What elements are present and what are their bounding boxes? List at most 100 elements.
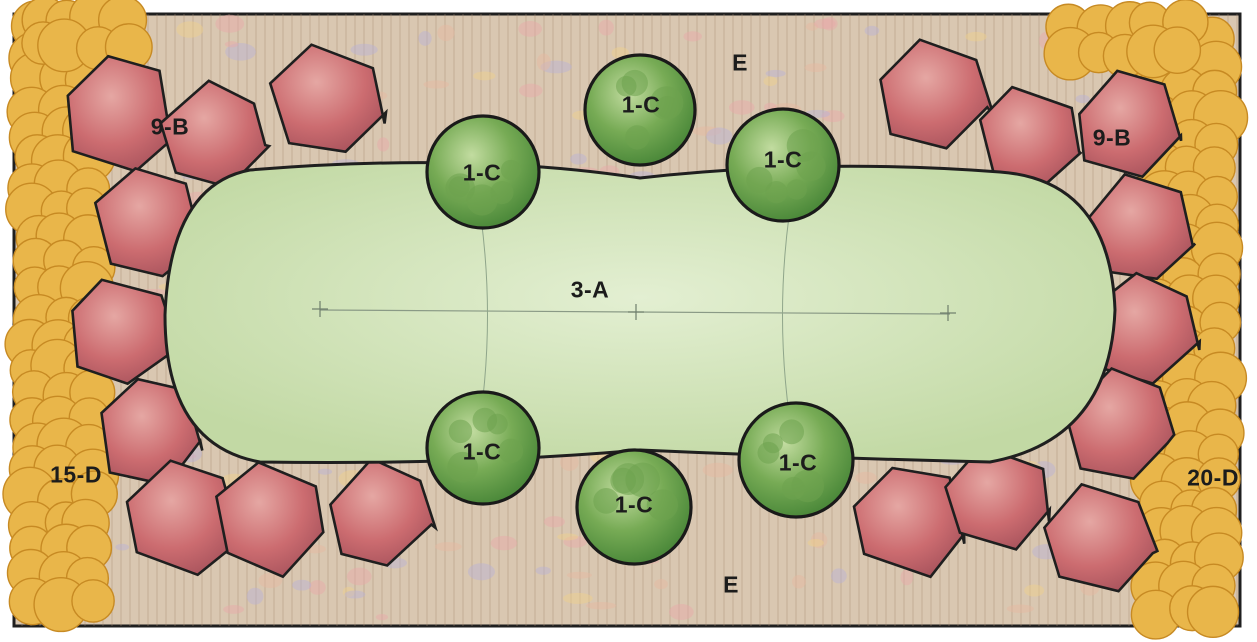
tree-foliage: [796, 151, 826, 182]
ground-speckle: [765, 69, 786, 78]
ground-speckle: [467, 563, 495, 581]
ground-speckle: [375, 614, 389, 621]
shrub-label-left: 9-B: [150, 113, 190, 140]
ground-speckle: [792, 574, 806, 589]
lawn-area: [163, 161, 1117, 464]
rose-shrub: [879, 38, 996, 150]
ground-speckle: [763, 76, 778, 87]
ground-speckle: [598, 19, 614, 36]
ground-speckle: [805, 22, 819, 31]
tree-foliage: [625, 125, 650, 150]
ground-speckle: [557, 533, 579, 541]
ground-speckle: [540, 60, 572, 74]
ground-speckle: [344, 590, 366, 599]
tree: [575, 448, 693, 566]
ground-speckle: [437, 24, 455, 42]
ground-speckle: [807, 539, 824, 547]
shrub-label-right: 9-B: [1092, 124, 1132, 151]
ground-speckle: [585, 601, 617, 610]
ground-speckle: [434, 542, 462, 552]
ground-speckle: [692, 126, 722, 136]
ground-speckle: [115, 543, 130, 551]
tree-canopy: [575, 448, 693, 566]
ground-speckle: [225, 43, 256, 61]
golden-shrub: [71, 579, 115, 623]
tree-label: 1-C: [462, 438, 502, 465]
tree: [583, 53, 697, 167]
border-label-right: 20-D: [1187, 464, 1239, 491]
ground-speckle: [810, 532, 828, 549]
tree-foliage: [791, 469, 825, 503]
ground-speckle: [490, 535, 518, 551]
rose-shrub: [944, 445, 1052, 551]
ground-speckle: [308, 580, 326, 595]
tree-foliage: [786, 179, 807, 200]
ground-speckle: [855, 471, 877, 484]
rose-shrub: [328, 457, 438, 567]
ground-cover-label-top: E: [732, 49, 748, 76]
ground-speckle: [1006, 604, 1034, 613]
ground-speckle: [566, 571, 592, 579]
tree-foliage: [448, 419, 473, 444]
ground-speckle: [1024, 584, 1045, 597]
ground-speckle: [669, 604, 694, 620]
ground-speckle: [728, 100, 755, 115]
ground-speckle: [562, 592, 593, 604]
ground-speckle: [258, 572, 283, 589]
ground-speckle: [821, 110, 845, 123]
ground-speckle: [342, 586, 355, 598]
border-label-left: 15-D: [50, 461, 102, 488]
tree-canopy: [583, 53, 697, 167]
tree-foliage: [612, 463, 645, 496]
tree-foliage: [765, 181, 788, 204]
tree-foliage: [593, 488, 620, 514]
ground-speckle: [473, 71, 496, 81]
tree-label: 1-C: [621, 91, 661, 118]
tree-foliage: [621, 69, 648, 97]
golden-shrub: [1186, 585, 1240, 639]
ground-speckle: [543, 516, 565, 528]
ground-speckle: [535, 566, 551, 575]
ground-speckle: [864, 25, 880, 36]
tree-foliage: [466, 184, 498, 216]
ground-speckle: [176, 21, 204, 38]
ground-speckle: [1075, 94, 1090, 104]
ground-speckle: [683, 31, 702, 42]
ground-speckle: [536, 53, 551, 71]
rose-shrub: [1077, 69, 1183, 179]
tree-label: 1-C: [763, 146, 803, 173]
ground-speckle: [246, 587, 264, 605]
ground-speckle: [706, 127, 733, 145]
tree-foliage: [757, 441, 780, 464]
golden-shrub: [1153, 26, 1202, 74]
rose-shrubs: [66, 38, 1202, 593]
rose-shrub: [1042, 482, 1160, 593]
ground-speckle: [831, 568, 847, 584]
tree-foliage: [746, 166, 773, 194]
ground-speckle: [423, 80, 450, 89]
tree-canopy: [737, 401, 855, 519]
tree-foliage: [447, 451, 478, 483]
tree-foliage: [448, 176, 470, 198]
tree-foliage: [649, 86, 684, 120]
ground-speckle: [318, 468, 333, 475]
ground-speckle: [900, 569, 914, 586]
ground-speckle: [814, 18, 836, 30]
ground-speckle: [702, 462, 733, 478]
ground-speckle: [223, 605, 245, 614]
ground-speckle: [350, 43, 378, 56]
ground-speckle: [821, 17, 838, 31]
ground-speckle: [215, 14, 245, 33]
ground-speckle: [563, 536, 588, 548]
ground-speckle: [518, 20, 542, 37]
tree-foliage: [472, 407, 498, 433]
tree-foliage: [500, 159, 521, 180]
trees: [425, 53, 855, 566]
ground-speckle: [560, 453, 579, 471]
ground-speckle: [224, 41, 239, 48]
ground-speckle: [377, 137, 390, 152]
ground-cover-label-bottom: E: [723, 571, 739, 598]
tree: [425, 390, 541, 506]
ground-speckle: [570, 153, 587, 165]
